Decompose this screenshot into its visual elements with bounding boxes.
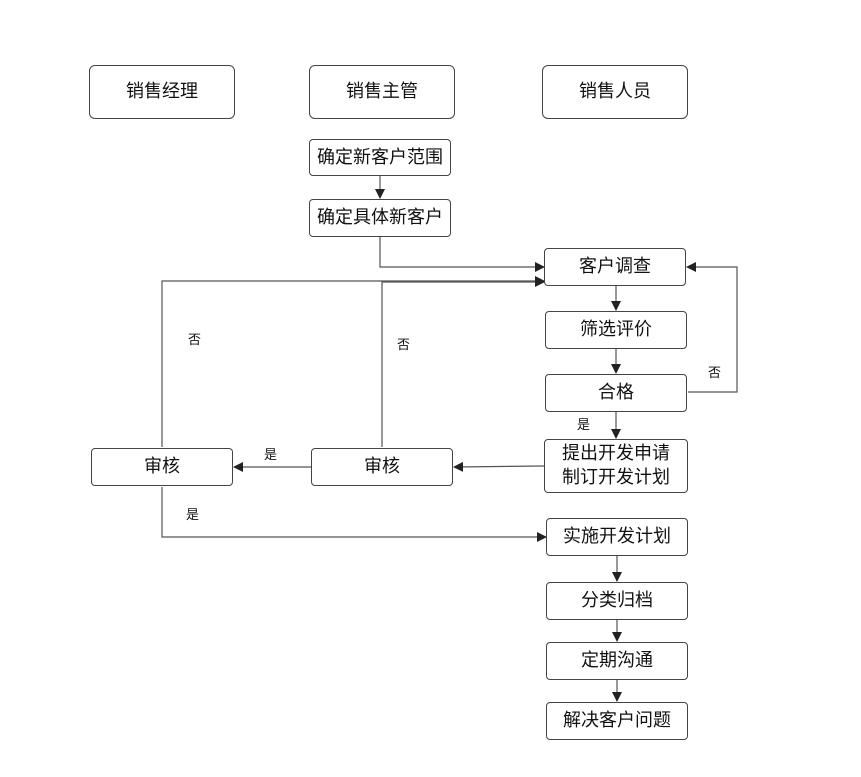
step-archive: 分类归档 — [546, 582, 688, 620]
edge-review-supervisor-no-to-survey — [381, 277, 545, 447]
label-yes-manager: 是 — [186, 508, 200, 523]
step-resolve: 解决客户问题 — [546, 702, 688, 740]
step-apply-plan: 提出开发申请 制订开发计划 — [544, 439, 688, 493]
step-define-customer: 确定具体新客户 — [309, 199, 451, 237]
label-yes-qualified: 是 — [577, 418, 591, 433]
edge-review-manager-no-to-survey — [161, 276, 545, 447]
edge-apply-to-review-supervisor — [453, 461, 545, 472]
step-review-manager: 审核 — [91, 448, 233, 486]
lane-header-manager: 销售经理 — [89, 65, 235, 119]
label-no-manager: 否 — [188, 333, 202, 348]
lane-header-supervisor: 销售主管 — [309, 65, 455, 119]
step-review-supervisor: 审核 — [311, 448, 453, 486]
edge-customer-to-survey — [379, 237, 545, 272]
step-implement: 实施开发计划 — [546, 518, 688, 556]
step-define-scope: 确定新客户范围 — [309, 139, 451, 176]
edge-qualified-no-to-survey — [686, 262, 738, 393]
label-yes-supervisor: 是 — [264, 448, 278, 463]
step-survey: 客户调查 — [544, 248, 686, 286]
step-communicate: 定期沟通 — [546, 642, 688, 680]
label-no-supervisor: 否 — [397, 338, 411, 353]
edge-review-manager-yes-to-implement — [161, 487, 547, 542]
lane-header-staff: 销售人员 — [542, 65, 688, 119]
step-qualified: 合格 — [545, 374, 687, 412]
label-no-qualified: 否 — [708, 366, 722, 381]
step-screen: 筛选评价 — [545, 311, 687, 349]
